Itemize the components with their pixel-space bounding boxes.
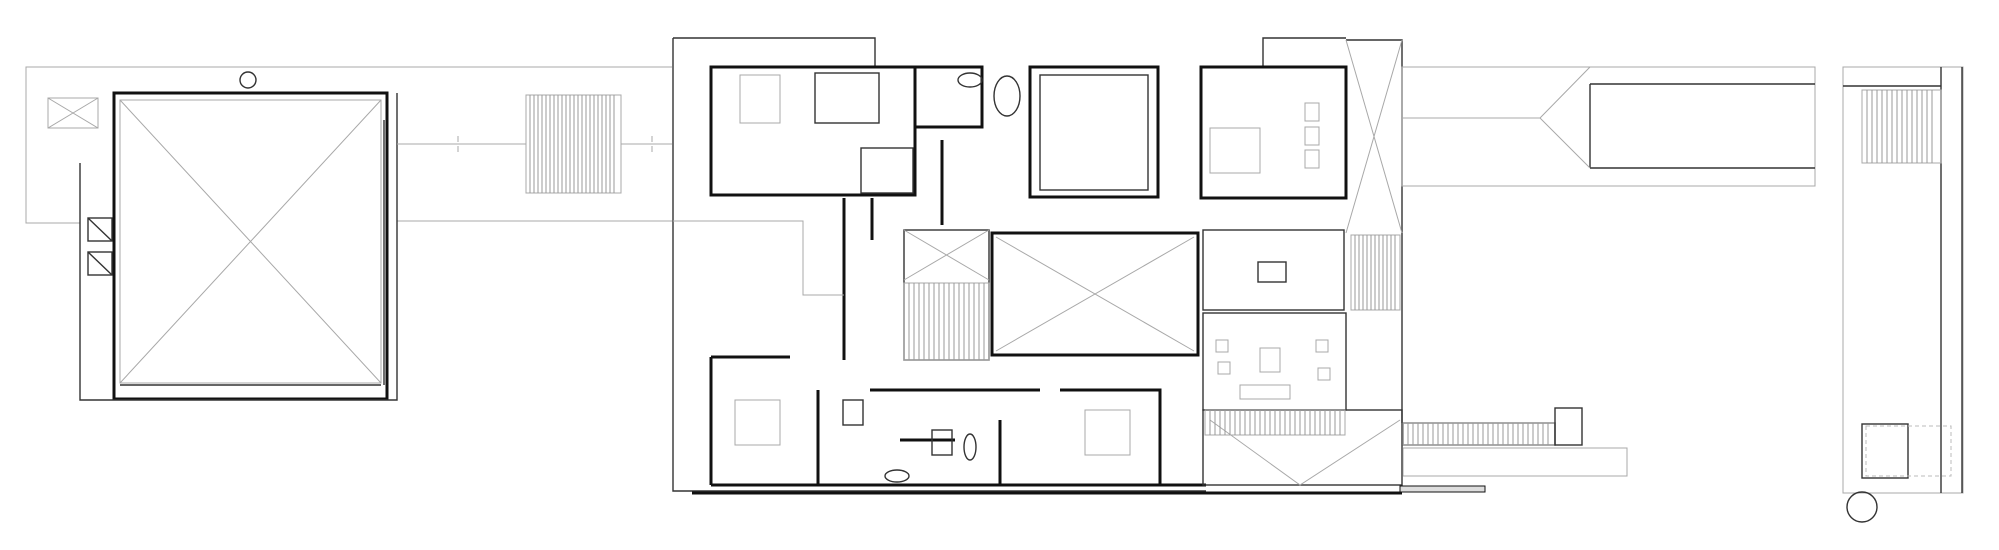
stair-block [903, 229, 990, 361]
left-pavilion [25, 66, 672, 401]
site-outline-left [25, 66, 672, 224]
shower-icon [931, 429, 953, 456]
right-tower [1842, 66, 1964, 523]
bed-icon [734, 399, 781, 446]
stair-hatch-left [525, 94, 622, 194]
bed-icon [1209, 127, 1261, 174]
tower-box [1861, 423, 1909, 479]
hatch-outline [903, 282, 990, 361]
terrace-bottom-right [1202, 409, 1403, 486]
vent-box [87, 251, 113, 276]
main-building [672, 37, 1403, 495]
skylight-box [47, 97, 99, 129]
closet [860, 147, 914, 194]
walkway-bridge [1401, 66, 1816, 187]
pavilion-outer-wall [112, 91, 389, 401]
bathtub-icon [957, 72, 983, 88]
bed-icon [1084, 409, 1131, 456]
bottom-wing-walls [709, 355, 1206, 487]
pavilion-fence [79, 93, 398, 401]
room-top-center [1028, 65, 1160, 199]
pavilion-void-cross [119, 99, 382, 384]
bathroom-top [913, 65, 984, 129]
shower-icon [842, 399, 864, 426]
building-outer-wall [672, 37, 1403, 492]
walkway-chevron [1402, 66, 1591, 169]
stair-hatch-tower [1861, 89, 1942, 164]
vent-box [87, 217, 113, 242]
corridor-light [673, 220, 844, 296]
bathtub-icon [963, 433, 977, 461]
spiral-stair-icon [1846, 491, 1878, 523]
sofa-icon [1239, 384, 1291, 400]
atrium-void [990, 231, 1200, 357]
exterior-stair [1399, 407, 1628, 493]
bathroom-right [1202, 229, 1345, 311]
table-icon [1259, 347, 1281, 373]
round-tub-icon [993, 75, 1021, 117]
bedroom-top-left [709, 65, 917, 197]
bathtub-icon [884, 469, 910, 483]
bottom-slab [1399, 485, 1486, 493]
bed-icon [739, 74, 781, 124]
stair-bottom-right [1204, 409, 1346, 436]
atrium-void-cross [995, 236, 1195, 352]
void-right [1345, 39, 1403, 234]
axis-marker [397, 136, 672, 152]
corridor-walls [842, 140, 944, 360]
pavilion-colonnade [120, 120, 385, 386]
tub-icon [1257, 261, 1287, 283]
stair-hatch-right [1350, 234, 1401, 311]
pavilion-chimney [239, 71, 257, 89]
main-stair-treads [903, 282, 990, 361]
closet [814, 72, 880, 124]
hatch-outline [1402, 422, 1556, 446]
bedroom-top-right [1199, 65, 1348, 200]
pavilion-void [119, 99, 382, 384]
